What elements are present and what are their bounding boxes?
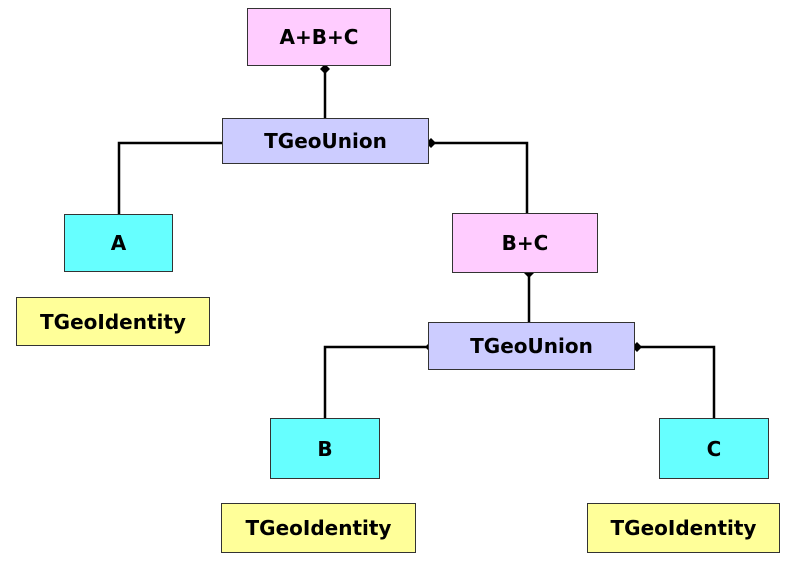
composite-node-bc: B+C xyxy=(452,213,598,273)
connector-union-bottom-to-c xyxy=(635,345,716,418)
matrix-node-a: TGeoIdentity xyxy=(16,297,210,346)
shape-node-b: B xyxy=(270,418,380,479)
shape-node-a-label: A xyxy=(110,231,127,255)
connector-union-bottom-to-b xyxy=(323,345,428,418)
matrix-node-b: TGeoIdentity xyxy=(221,503,416,553)
union-node-top-label: TGeoUnion xyxy=(264,129,387,153)
matrix-node-b-label: TGeoIdentity xyxy=(245,516,392,540)
shape-node-a: A xyxy=(64,214,173,272)
union-node-top: TGeoUnion xyxy=(222,118,429,164)
composite-node-root: A+B+C xyxy=(247,8,391,66)
matrix-node-c: TGeoIdentity xyxy=(587,503,780,553)
diamond-root-bottom xyxy=(320,64,330,74)
matrix-node-c-label: TGeoIdentity xyxy=(610,516,757,540)
connector-union-top-to-bc xyxy=(429,141,529,213)
shape-node-b-label: B xyxy=(317,436,333,461)
composite-node-bc-label: B+C xyxy=(501,231,549,255)
union-node-bottom: TGeoUnion xyxy=(428,322,635,370)
connector-union-top-to-a xyxy=(117,141,222,214)
shape-node-c-label: C xyxy=(706,436,722,461)
shape-node-c: C xyxy=(659,418,769,479)
composite-node-root-label: A+B+C xyxy=(279,25,359,49)
matrix-node-a-label: TGeoIdentity xyxy=(40,309,186,334)
union-node-bottom-label: TGeoUnion xyxy=(470,334,593,358)
